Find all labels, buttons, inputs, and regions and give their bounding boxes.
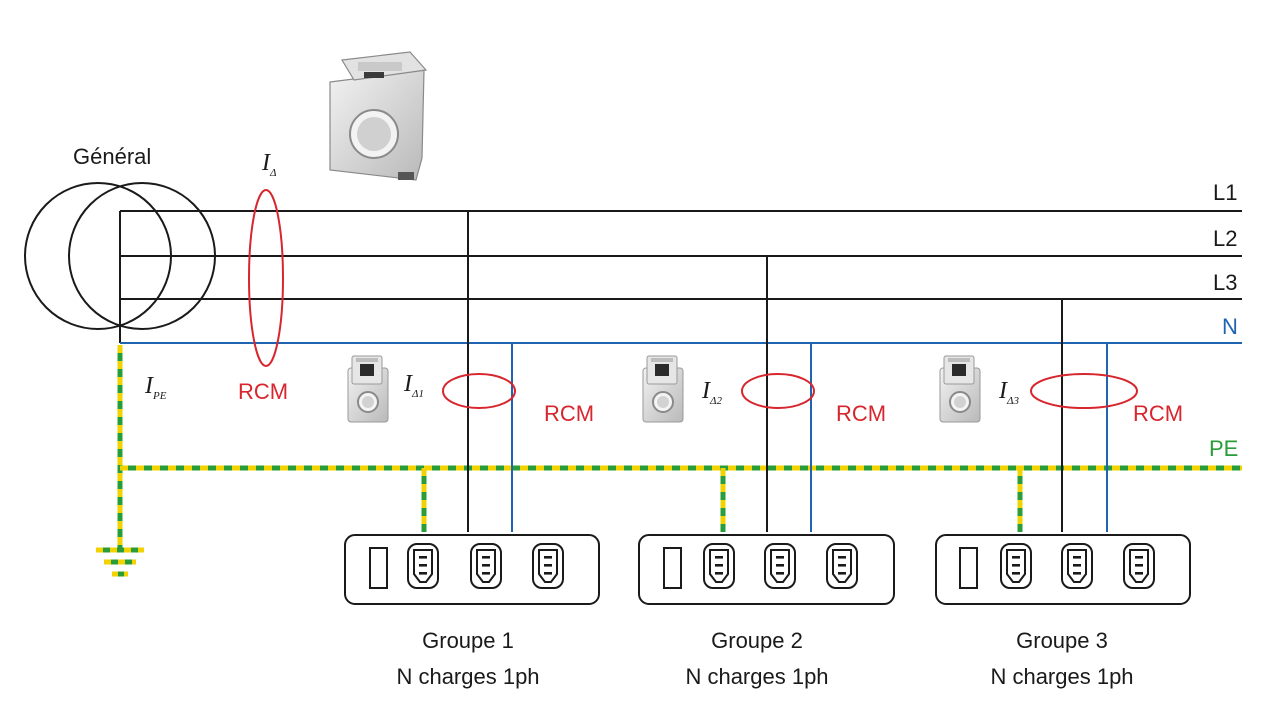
- pe-conductor: [117, 345, 1242, 548]
- group-1-i-label: IΔ1: [403, 371, 424, 400]
- current-sensor-small-icon: [939, 355, 981, 423]
- iec-socket-icon: [1123, 543, 1155, 589]
- pe-label: PE: [1209, 436, 1238, 461]
- iec-socket-icon: [407, 543, 439, 589]
- group-2-rcm-ring: [741, 373, 815, 409]
- iec-socket-icon: [764, 543, 796, 589]
- group-1-rcm-ring: [442, 373, 516, 409]
- bus-bars: [119, 210, 1242, 344]
- iec-socket-icon: [1061, 543, 1093, 589]
- group-3: RCM IΔ3 Groupe 3 N charges 1ph: [935, 299, 1191, 689]
- current-sensor-large-icon: [329, 51, 428, 181]
- main-rcm-ring: [248, 189, 284, 367]
- group-2-title: Groupe 2: [711, 628, 803, 653]
- group-2-i-label: IΔ2: [701, 378, 722, 407]
- group-3-rcm-label: RCM: [1133, 401, 1183, 426]
- i-pe-label: IPE: [144, 373, 167, 402]
- group-3-title: Groupe 3: [1016, 628, 1108, 653]
- group-3-rcm-ring: [1030, 373, 1138, 409]
- group-3-subtitle: N charges 1ph: [990, 664, 1133, 689]
- l2-label: L2: [1213, 226, 1237, 251]
- l1-label: L1: [1213, 180, 1237, 205]
- iec-socket-icon: [1000, 543, 1032, 589]
- iec-socket-icon: [826, 543, 858, 589]
- group-2: RCM IΔ2 Groupe 2 N charges 1ph: [638, 256, 895, 689]
- group-1-rcm-label: RCM: [544, 401, 594, 426]
- group-1: RCM IΔ1 Groupe 1 N charges 1ph: [344, 211, 600, 689]
- power-switch-icon: [663, 547, 682, 589]
- earth-ground-icon: [96, 547, 144, 577]
- current-sensor-small-icon: [347, 355, 389, 423]
- l3-label: L3: [1213, 270, 1237, 295]
- group-2-rcm-label: RCM: [836, 401, 886, 426]
- group-1-title: Groupe 1: [422, 628, 514, 653]
- group-3-i-label: IΔ3: [998, 378, 1019, 407]
- power-switch-icon: [959, 547, 978, 589]
- main-rcm-label: RCM: [238, 379, 288, 404]
- current-sensor-small-icon: [642, 355, 684, 423]
- general-label: Général: [73, 144, 151, 169]
- iec-socket-icon: [470, 543, 502, 589]
- iec-socket-icon: [703, 543, 735, 589]
- n-label: N: [1222, 314, 1238, 339]
- power-switch-icon: [369, 547, 388, 589]
- group-1-subtitle: N charges 1ph: [396, 664, 539, 689]
- i-delta-label: IΔ: [261, 150, 276, 179]
- group-2-subtitle: N charges 1ph: [685, 664, 828, 689]
- iec-socket-icon: [532, 543, 564, 589]
